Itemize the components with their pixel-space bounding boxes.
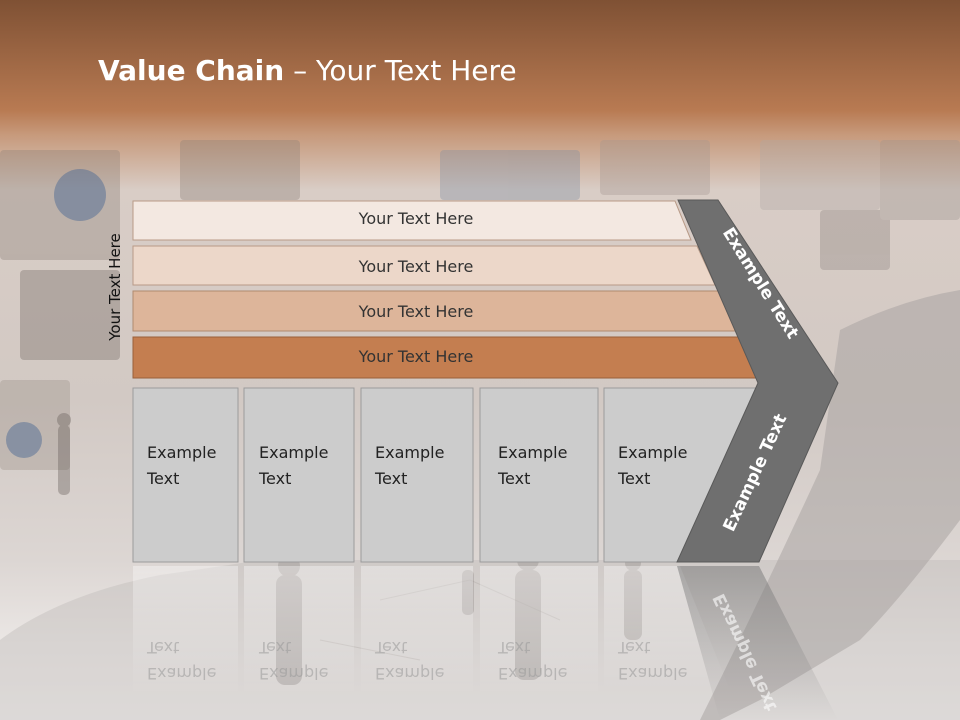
bar-1-shape — [132, 200, 692, 241]
box-4-reflection-line2: Text — [497, 638, 530, 657]
bar-row-3: Your Text Here — [132, 290, 739, 332]
bar-row-1: Your Text Here — [132, 200, 692, 241]
bar-row-2: Your Text Here — [132, 245, 716, 286]
bar-1-label: Your Text Here — [358, 209, 474, 228]
bar-row-4: Your Text Here — [132, 336, 763, 379]
box-4-reflection-line1: Example — [498, 664, 567, 683]
chevron-shape — [676, 199, 839, 563]
bar-2-label: Your Text Here — [358, 257, 474, 276]
box-1-line1: Example — [147, 443, 216, 462]
title-bold: Value Chain — [98, 54, 285, 87]
box-2: Example Text — [243, 387, 355, 563]
bar-4-label: Your Text Here — [358, 347, 474, 366]
box-3-shape — [360, 387, 474, 563]
box-1-line2: Text — [146, 469, 179, 488]
box-5: Example Text — [603, 387, 761, 563]
box-2-shape — [243, 387, 355, 563]
box-1: Example Text — [132, 387, 239, 563]
slide-title: Value Chain – Your Text Here — [98, 54, 517, 87]
box-3: Example Text — [360, 387, 474, 563]
box-3-line2: Text — [374, 469, 407, 488]
box-4-line2: Text — [497, 469, 530, 488]
title-rest: – Your Text Here — [284, 54, 517, 87]
box-3-reflection-line1: Example — [375, 664, 444, 683]
box-2-reflection-line2: Text — [258, 638, 291, 657]
box-3-line1: Example — [375, 443, 444, 462]
box-5-reflection-line2: Text — [617, 638, 650, 657]
bar-3-label: Your Text Here — [358, 302, 474, 321]
box-5-line2: Text — [617, 469, 650, 488]
box-2-reflection-line1: Example — [259, 664, 328, 683]
box-1-reflection-line2: Text — [146, 638, 179, 657]
box-4: Example Text — [479, 387, 599, 563]
box-3-reflection-line2: Text — [374, 638, 407, 657]
box-5-reflection-line1: Example — [618, 664, 687, 683]
box-4-shape — [479, 387, 599, 563]
box-5-line1: Example — [618, 443, 687, 462]
chevron-reflection: Example Text — [677, 566, 838, 720]
boxes-reflection: Text Example Text Example Text Example T… — [133, 566, 730, 696]
box-4-line1: Example — [498, 443, 567, 462]
box-2-line1: Example — [259, 443, 328, 462]
box-2-line2: Text — [258, 469, 291, 488]
box-1-reflection-line1: Example — [147, 664, 216, 683]
box-1-shape — [132, 387, 239, 563]
